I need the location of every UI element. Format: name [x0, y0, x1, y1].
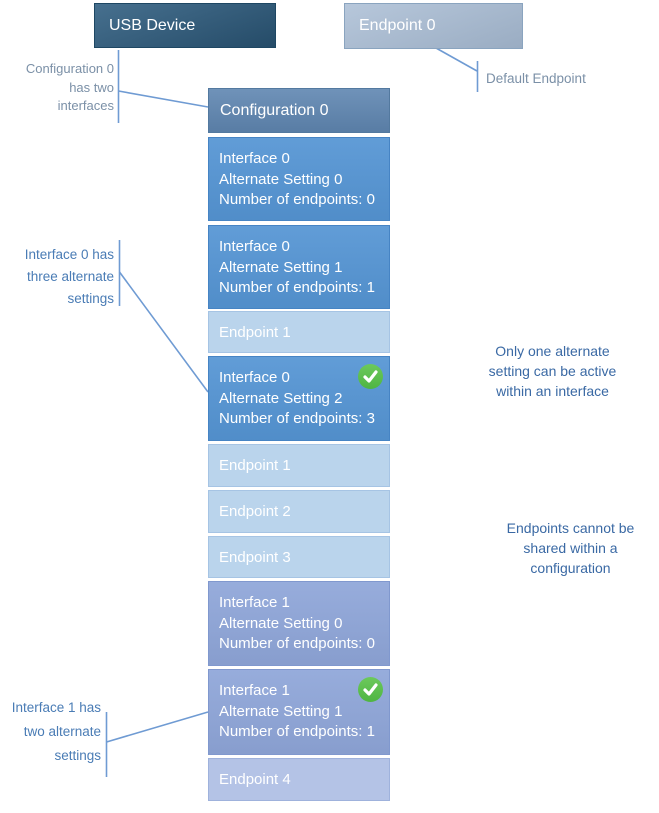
- alternate-setting: Alternate Setting 1: [219, 702, 343, 720]
- interface-name: Interface 1: [219, 594, 290, 611]
- note-line: Only one alternate: [495, 343, 610, 359]
- interface0-note: Interface 0 has three alternate settings: [8, 244, 114, 310]
- note-line: Interface 0 has: [24, 247, 114, 262]
- interface0-alt1-endpoint1-box: Endpoint 1: [208, 311, 390, 353]
- endpoint-label: Endpoint 1: [219, 323, 291, 341]
- usb-device-box: USB Device: [94, 3, 276, 48]
- usb-device-label: USB Device: [109, 16, 196, 34]
- endpoint3-box: Endpoint 3: [208, 536, 390, 578]
- note-line: shared within a: [523, 540, 618, 556]
- note-line: two alternate: [23, 724, 101, 739]
- note-line: Configuration 0: [25, 61, 114, 76]
- note-line: configuration: [530, 560, 611, 576]
- endpoint-label: Endpoint 3: [219, 548, 291, 566]
- checkmark-icon: [358, 677, 383, 702]
- note-line: Default Endpoint: [486, 71, 586, 86]
- endpoint0-label: Endpoint 0: [359, 17, 436, 34]
- interface-name: Interface 0: [219, 369, 290, 386]
- interface1-alt0-box: Interface 1 Alternate Setting 0 Number o…: [208, 581, 390, 666]
- interface1-note: Interface 1 has two alternate settings: [8, 696, 101, 768]
- alternate-setting-note: Only one alternate setting can be active…: [462, 341, 643, 401]
- note-line: interfaces: [57, 98, 114, 113]
- interface-name: Interface 0: [219, 238, 290, 255]
- endpoint1-box: Endpoint 1: [208, 444, 390, 487]
- endpoint-label: Endpoint 2: [219, 503, 291, 520]
- default-endpoint-note: Default Endpoint: [486, 71, 586, 86]
- ep0-diagonal-line: [435, 47, 478, 72]
- endpoint-count: Number of endpoints: 3: [219, 410, 375, 427]
- note-line: Interface 1 has: [11, 700, 101, 715]
- endpoint-count: Number of endpoints: 0: [219, 191, 375, 208]
- alternate-setting: Alternate Setting 1: [219, 258, 343, 276]
- checkmark-icon: [358, 364, 383, 389]
- interface-name: Interface 1: [219, 682, 290, 699]
- endpoint0-box: Endpoint 0: [344, 3, 523, 49]
- endpoint-label: Endpoint 1: [219, 457, 291, 474]
- note-line: setting can be active: [488, 363, 617, 379]
- alternate-setting: Alternate Setting 2: [219, 389, 343, 407]
- endpoint-count: Number of endpoints: 0: [219, 635, 375, 652]
- configuration-note: Configuration 0 has two interfaces: [8, 60, 114, 116]
- note-line: has two: [69, 79, 114, 95]
- note-line: three alternate: [26, 269, 114, 284]
- note-line: settings: [67, 291, 114, 306]
- configuration0-label: Configuration 0: [220, 101, 329, 119]
- int0-note-diagonal-line: [118, 271, 209, 393]
- usb-config-diagonal-line: [118, 90, 209, 108]
- int1-note-diagonal-line: [106, 711, 209, 743]
- note-line: settings: [54, 748, 101, 763]
- endpoint4-box: Endpoint 4: [208, 758, 390, 801]
- alternate-setting: Alternate Setting 0: [219, 170, 343, 188]
- endpoint-count: Number of endpoints: 1: [219, 723, 375, 740]
- interface-name: Interface 0: [219, 150, 290, 167]
- alternate-setting: Alternate Setting 0: [219, 614, 343, 632]
- interface0-alt2-box: Interface 0 Alternate Setting 2 Number o…: [208, 356, 390, 441]
- endpoint-count: Number of endpoints: 1: [219, 279, 375, 296]
- interface0-alt0-box: Interface 0 Alternate Setting 0 Number o…: [208, 137, 390, 221]
- interface1-alt1-box: Interface 1 Alternate Setting 1 Number o…: [208, 669, 390, 755]
- note-line: Endpoints cannot be: [506, 520, 635, 536]
- configuration0-box: Configuration 0: [208, 88, 390, 133]
- interface0-alt1-box: Interface 0 Alternate Setting 1 Number o…: [208, 225, 390, 309]
- endpoint-label: Endpoint 4: [219, 771, 291, 788]
- endpoint2-box: Endpoint 2: [208, 490, 390, 533]
- note-line: within an interface: [496, 383, 609, 399]
- endpoint-sharing-note: Endpoints cannot be shared within a conf…: [480, 518, 659, 578]
